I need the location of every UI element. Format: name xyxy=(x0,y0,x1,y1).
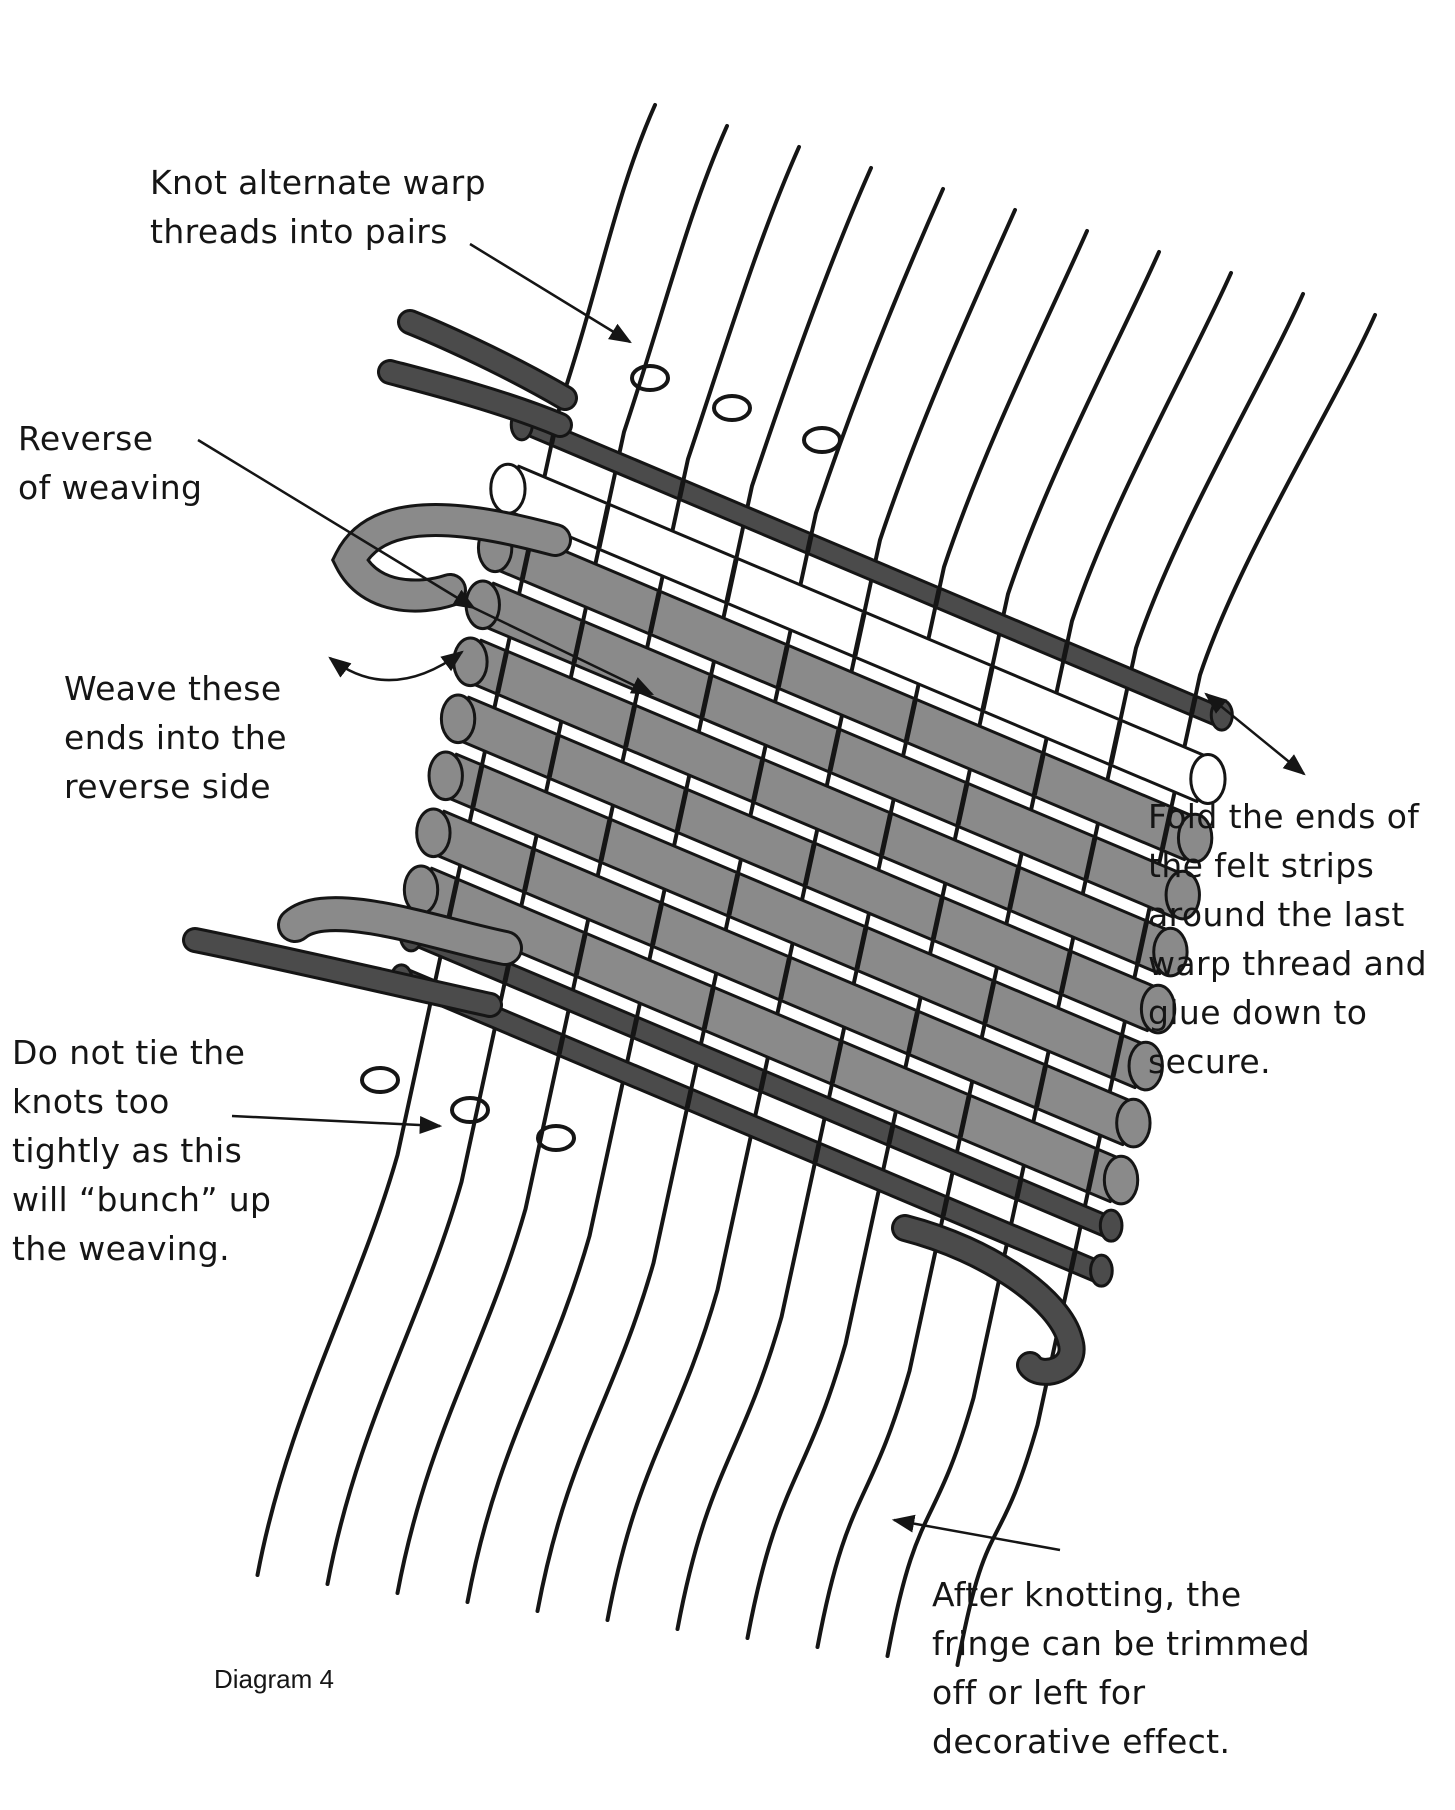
strip-end xyxy=(1104,1156,1137,1204)
annotation-reverse: Reverse of weaving xyxy=(18,414,202,512)
annotation-line: will “bunch” up xyxy=(12,1175,271,1224)
warp-thread xyxy=(678,231,1088,1629)
annotation-line: glue down to xyxy=(1148,988,1427,1037)
diagram-caption: Diagram 4 xyxy=(214,1664,334,1695)
strip-end xyxy=(1211,700,1232,730)
annotation-line: threads into pairs xyxy=(150,207,486,256)
warp-knot xyxy=(714,396,750,420)
strip-end xyxy=(441,695,474,743)
arrow-knot-pairs xyxy=(470,244,630,342)
strip-end xyxy=(454,638,487,686)
warp-knot xyxy=(804,428,840,452)
strip-end xyxy=(491,464,525,513)
annotation-line: secure. xyxy=(1148,1037,1427,1086)
warp-knot xyxy=(452,1098,488,1122)
strip-end xyxy=(404,866,437,914)
strip-end xyxy=(1091,1255,1113,1286)
annotation-line: After knotting, the xyxy=(932,1570,1310,1619)
warp-knot xyxy=(632,366,668,390)
annotation-line: reverse side xyxy=(64,762,287,811)
arrow-weave-curve xyxy=(330,652,462,680)
warp-crossing xyxy=(808,535,812,552)
annotation-line: Knot alternate warp xyxy=(150,158,486,207)
annotation-knot-pairs: Knot alternate warp threads into pairs xyxy=(150,158,486,256)
annotation-line: ends into the xyxy=(64,713,287,762)
annotation-line: off or left for xyxy=(932,1668,1310,1717)
warp-knot xyxy=(538,1126,574,1150)
annotation-fold-ends: Fold the ends of the felt strips around … xyxy=(1148,792,1427,1086)
annotation-line: tightly as this xyxy=(12,1126,271,1175)
strip-end xyxy=(429,752,462,800)
warp-crossing xyxy=(1064,643,1068,660)
strip-end xyxy=(1117,1099,1150,1147)
annotation-line: Do not tie the xyxy=(12,1028,271,1077)
annotation-line: the weaving. xyxy=(12,1224,271,1273)
warp-crossing xyxy=(936,589,940,606)
warp-crossing xyxy=(1192,697,1196,714)
annotation-line: the felt strips xyxy=(1148,841,1427,890)
annotation-line: Weave these xyxy=(64,664,287,713)
annotation-line: Reverse xyxy=(18,414,202,463)
annotation-do-not-tie: Do not tie the knots too tightly as this… xyxy=(12,1028,271,1273)
annotation-weave-ends: Weave these ends into the reverse side xyxy=(64,664,287,811)
felt-strips xyxy=(195,322,1232,1372)
warp-crossing xyxy=(680,481,684,498)
annotation-line: knots too xyxy=(12,1077,271,1126)
annotation-line: around the last xyxy=(1148,890,1427,939)
annotation-line: of weaving xyxy=(18,463,202,512)
annotation-after-knotting: After knotting, the fringe can be trimme… xyxy=(932,1570,1310,1766)
annotation-line: fringe can be trimmed xyxy=(932,1619,1310,1668)
annotation-line: decorative effect. xyxy=(932,1717,1310,1766)
warp-knot xyxy=(362,1068,398,1092)
strip-end xyxy=(1100,1210,1122,1241)
annotation-line: warp thread and xyxy=(1148,939,1427,988)
annotation-line: Fold the ends of xyxy=(1148,792,1427,841)
strip-end xyxy=(417,809,450,857)
